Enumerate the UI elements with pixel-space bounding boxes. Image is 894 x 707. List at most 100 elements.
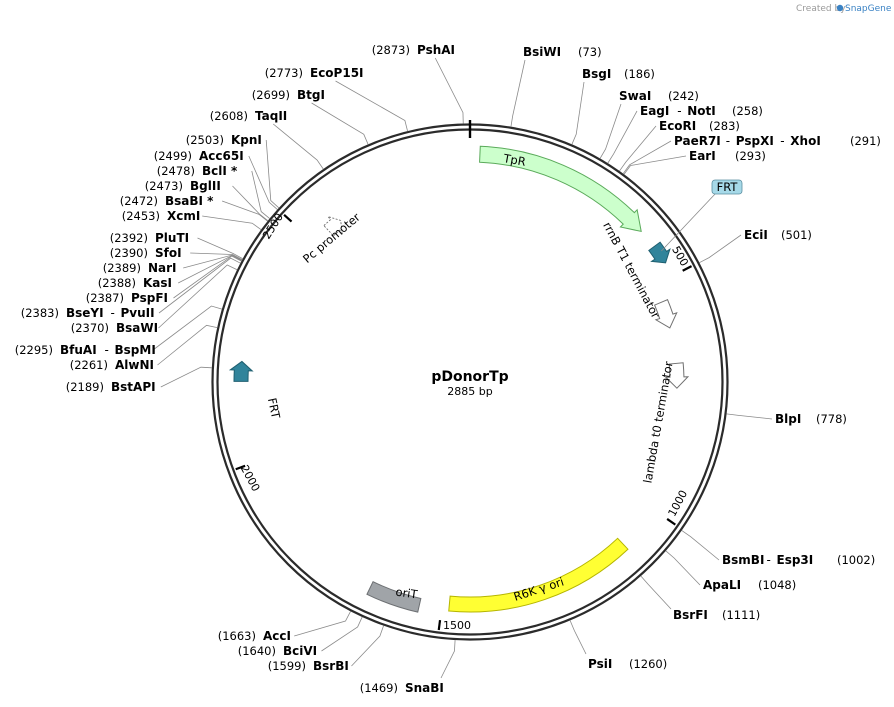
site-name-pspfi-0: PspFI xyxy=(131,291,168,305)
site-name-bseyi-1: PvuII xyxy=(121,306,155,320)
site-bsawi: BsaWI(2370) xyxy=(71,321,158,335)
site-pshai: PshAI(2873) xyxy=(372,43,455,57)
site-name-bsgi-0: BsgI xyxy=(582,67,611,81)
tick-label-1000: 1000 xyxy=(666,488,691,519)
site-position-psii: (1260) xyxy=(629,657,667,671)
site-leader-pspfi xyxy=(173,255,242,299)
site-name-eagi-0: EagI xyxy=(640,104,669,118)
site-separator: - xyxy=(677,104,681,118)
site-name-acci-0: AccI xyxy=(263,629,291,643)
site-position-paer7i: (291) xyxy=(850,134,881,148)
site-leader-bglii xyxy=(232,185,269,222)
feature-shape-lambda xyxy=(664,362,690,389)
site-position-swai: (242) xyxy=(668,89,699,103)
site-ecii: EciI(501) xyxy=(744,228,812,242)
feature-shape-r6k xyxy=(448,537,629,613)
feature-r6k: R6K γ ori xyxy=(448,537,629,613)
feature-pc: Pc promoter xyxy=(300,210,363,266)
site-bfuai: BfuAI-BspMI(2295) xyxy=(15,343,156,357)
site-position-bcli: (2478) xyxy=(157,164,195,178)
feature-label-rrnb: rrnB T1 terminator xyxy=(600,220,663,321)
feature-label-lambda: lambda t0 terminator xyxy=(640,360,675,484)
site-name-bcli-0: BclI * xyxy=(202,164,238,178)
site-name-bstapi-0: BstAPI xyxy=(111,380,156,394)
feature-lambda: lambda t0 terminator xyxy=(640,360,690,484)
feature-orit: oriT xyxy=(366,581,422,613)
site-leader-pluti xyxy=(197,237,243,260)
feature-frt-top: FRT xyxy=(648,179,743,264)
feature-shape-frt-left xyxy=(228,360,254,382)
site-position-kpni: (2503) xyxy=(186,133,224,147)
site-name-bseyi-0: BseYI xyxy=(66,306,104,320)
site-bsgi: BsgI (186) xyxy=(582,67,655,81)
site-name-acc65i-0: Acc65I xyxy=(199,149,244,163)
site-leader-bstapi xyxy=(160,366,212,388)
site-name-bsmbi-1: Esp3I xyxy=(777,553,814,567)
plasmid-name: pDonorTp xyxy=(431,369,508,385)
tick-mark-1000 xyxy=(666,518,676,526)
site-position-nari: (2389) xyxy=(103,261,141,275)
site-leader-acc65i xyxy=(248,155,278,210)
site-position-kasi: (2388) xyxy=(98,276,136,290)
site-position-bfuai: (2295) xyxy=(15,343,53,357)
site-bsrfi: BsrFI(1111) xyxy=(673,608,760,622)
site-name-eari-0: EarI xyxy=(689,149,716,163)
site-name-bfuai-1: BspMI xyxy=(115,343,156,357)
site-bstapi: BstAPI(2189) xyxy=(66,380,156,394)
site-name-bsabi-0: BsaBI * xyxy=(165,194,214,208)
site-name-bglii-0: BglII xyxy=(190,179,221,193)
site-position-acci: (1663) xyxy=(218,629,256,643)
feature-label-orit: oriT xyxy=(395,585,420,602)
site-name-apali-0: ApaLI xyxy=(703,578,741,592)
tick-mark-1500 xyxy=(437,619,442,631)
feature-shape-tpr xyxy=(479,145,642,233)
feature-frt-left: FRT xyxy=(228,360,283,421)
site-name-bsiwi-0: BsiWI xyxy=(523,45,561,59)
snapgene-logo-icon xyxy=(836,4,844,12)
site-taqii: TaqII(2608) xyxy=(210,109,288,123)
site-xcmi: XcmI(2453) xyxy=(122,209,201,223)
site-leader-eagi xyxy=(607,110,638,164)
site-name-bfuai-0: BfuAI xyxy=(60,343,97,357)
site-leader-bcli xyxy=(251,170,270,219)
site-leader-acci xyxy=(294,611,351,637)
site-name-bsrbi-0: BsrBI xyxy=(313,659,349,673)
site-position-blpi: (778) xyxy=(816,412,847,426)
site-psii: PsiI(1260) xyxy=(588,657,667,671)
site-sfoi: SfoI(2390) xyxy=(110,246,182,260)
site-name-ecop15i-0: EcoP15I xyxy=(310,66,364,80)
site-separator: - xyxy=(726,134,730,148)
site-position-bsrbi: (1599) xyxy=(268,659,306,673)
site-name-taqii-0: TaqII xyxy=(255,109,287,123)
site-name-kasi-0: KasI xyxy=(143,276,172,290)
site-separator: - xyxy=(111,306,115,320)
site-name-ecori-0: EcoRI xyxy=(659,119,696,133)
tick-mark-2500 xyxy=(283,214,293,223)
site-name-xcmi-0: XcmI xyxy=(167,209,200,223)
site-leader-paer7i xyxy=(622,140,672,174)
site-position-eagi: (258) xyxy=(732,104,763,118)
site-leaders xyxy=(152,57,773,679)
site-position-sfoi: (2390) xyxy=(110,246,148,260)
site-name-bsawi-0: BsaWI xyxy=(116,321,158,335)
site-position-bcivi: (1640) xyxy=(238,644,276,658)
site-apali: ApaLI(1048) xyxy=(703,578,796,592)
site-separator: - xyxy=(767,553,771,567)
site-leader-psii xyxy=(569,620,587,655)
site-name-snabi-0: SnaBI xyxy=(405,681,444,695)
tick-mark-500 xyxy=(682,265,693,272)
site-position-bsgi: (186) xyxy=(624,67,655,81)
site-position-ecop15i: (2773) xyxy=(265,66,303,80)
site-name-pshai-0: PshAI xyxy=(417,43,455,57)
site-leader-ecii xyxy=(699,234,742,264)
site-leader-snabi xyxy=(440,640,456,679)
site-name-bsrfi-0: BsrFI xyxy=(673,608,708,622)
backbone xyxy=(211,120,729,641)
site-pspfi: PspFI(2387) xyxy=(86,291,168,305)
site-labels: PshAI(2873)EcoP15I(2773)BtgI(2699)TaqII(… xyxy=(15,43,881,695)
site-eagi: EagI-NotI(258) xyxy=(640,104,763,118)
feature-rrnb: rrnB T1 terminator xyxy=(600,220,678,329)
site-leader-apali xyxy=(665,550,701,586)
tick-mark-2000 xyxy=(235,464,246,471)
